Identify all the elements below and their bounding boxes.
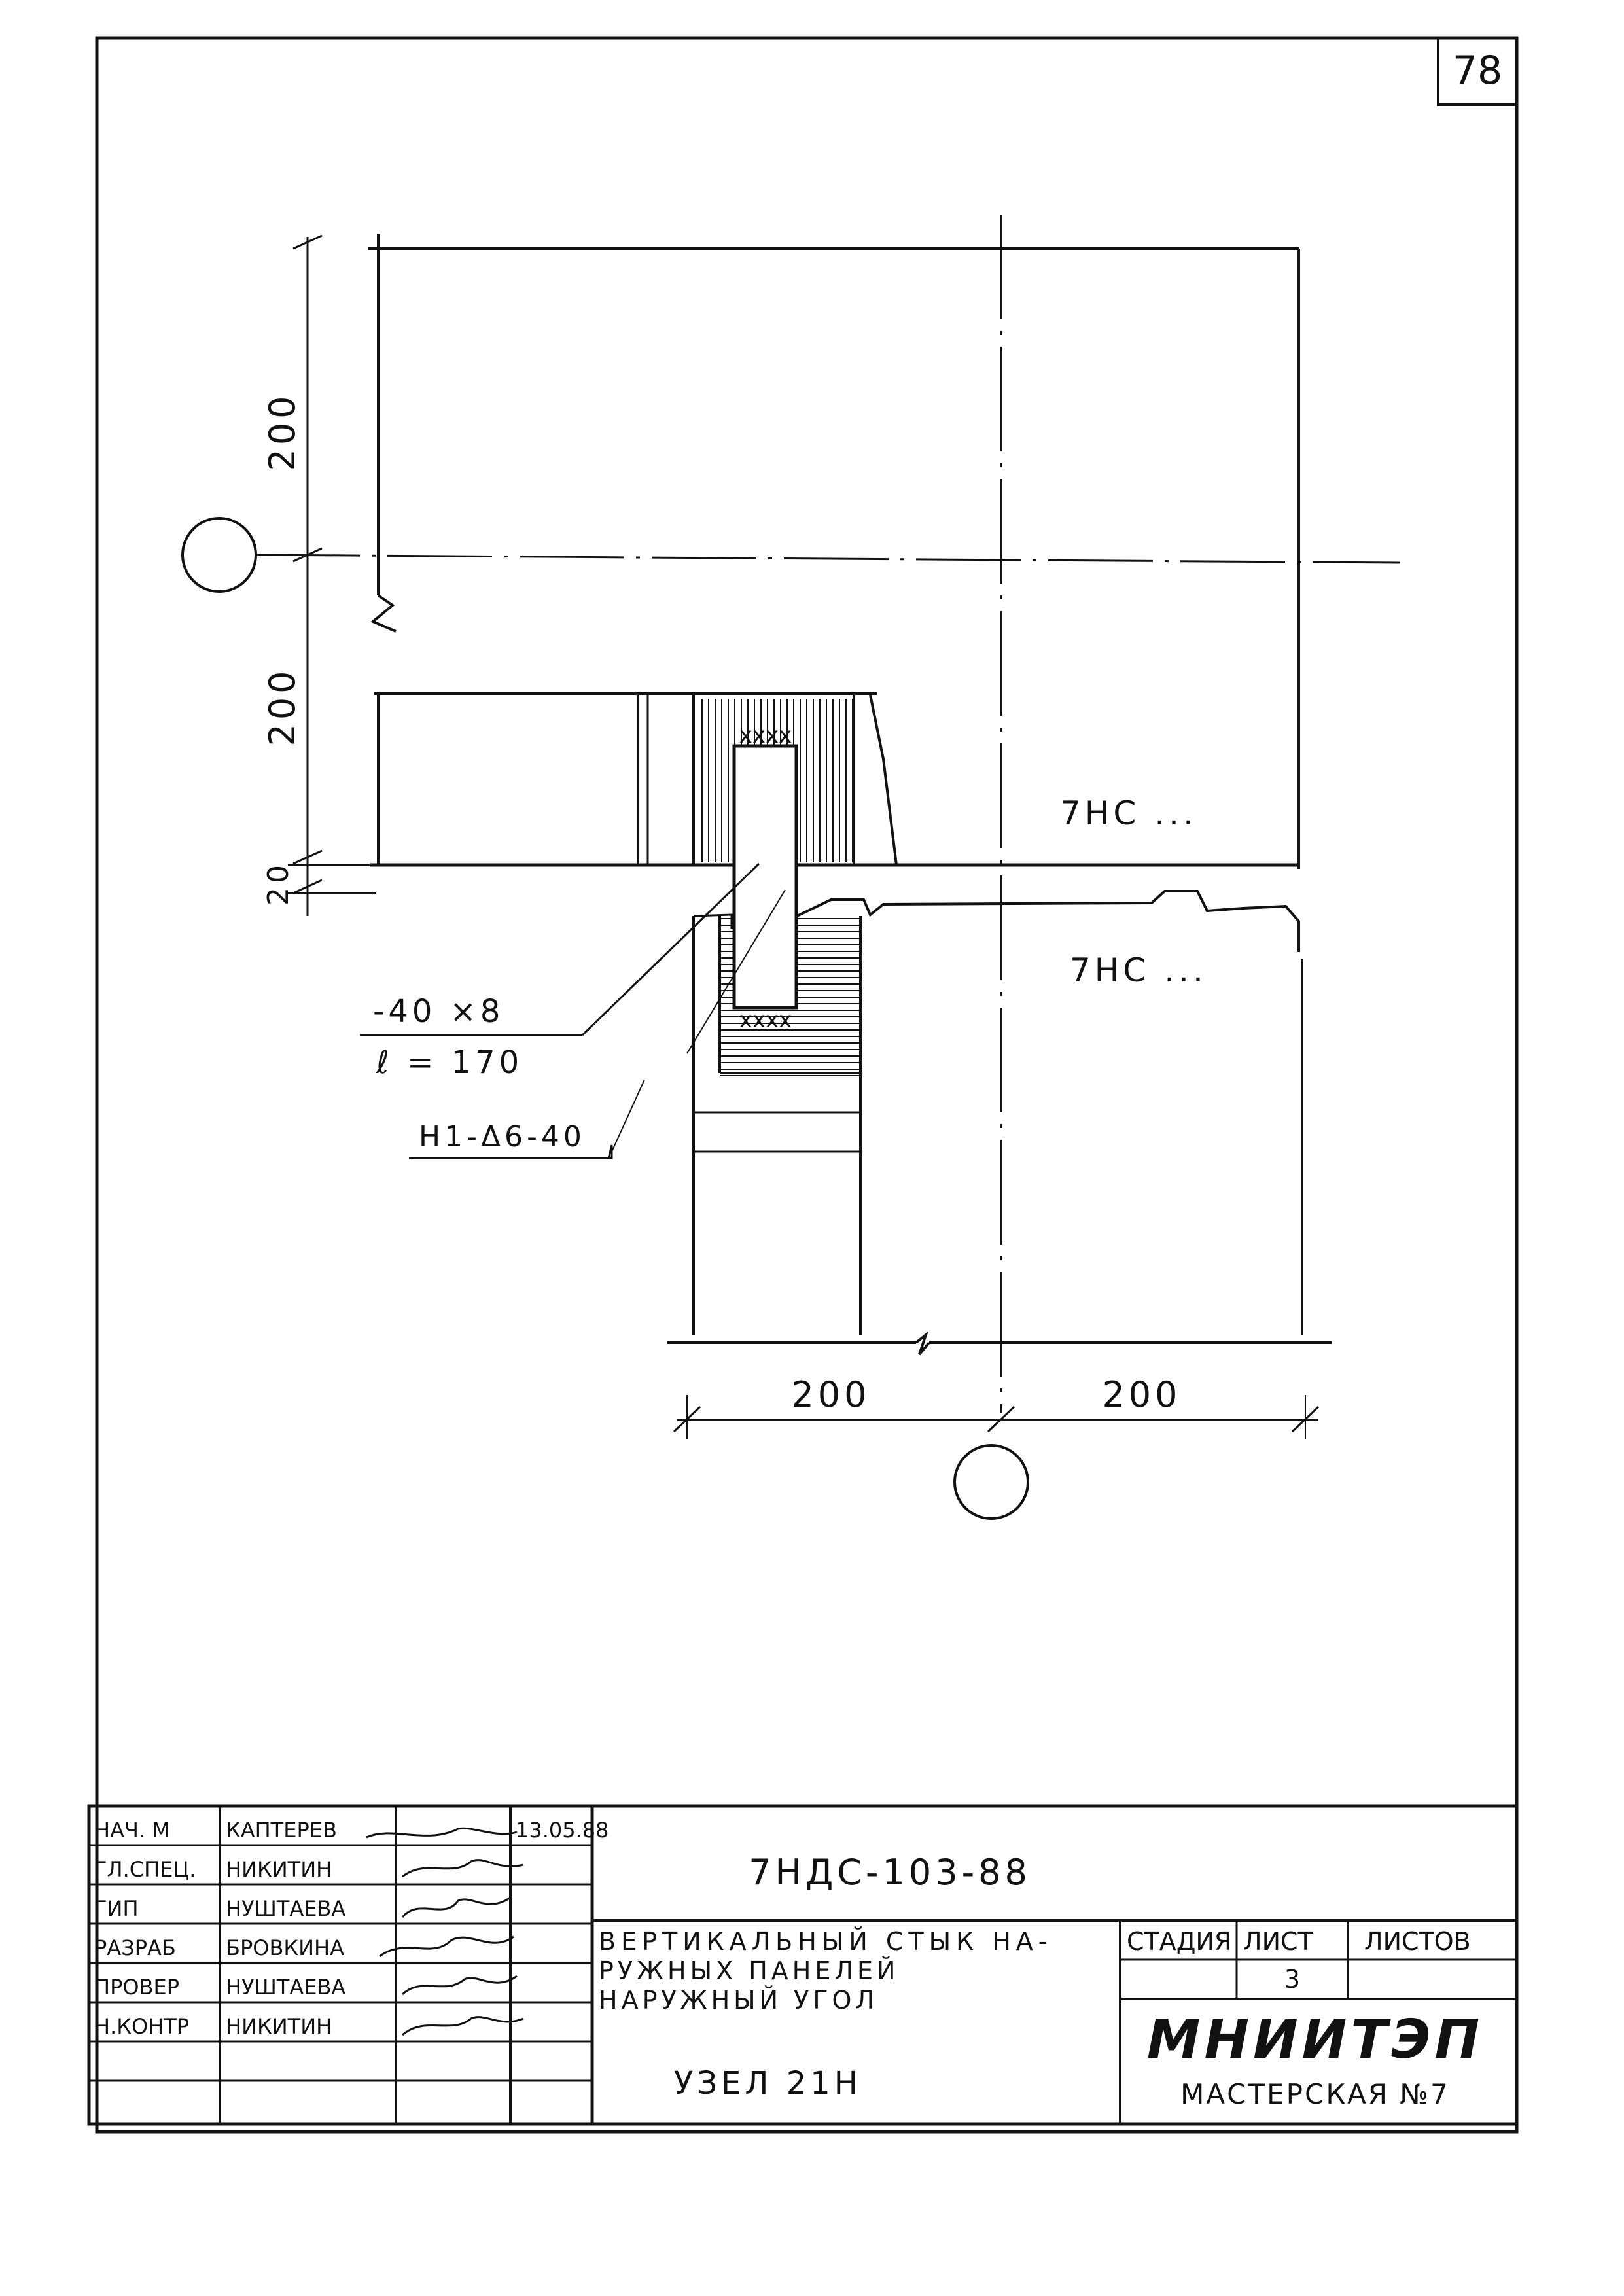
plate-label-line2: ℓ = 170 — [376, 1044, 523, 1081]
role-5: Н.КОНТР — [94, 2014, 189, 2039]
signatures — [366, 1827, 524, 2036]
role-1: ГЛ.СПЕЦ. — [94, 1857, 196, 1882]
axis-marker-bottom — [953, 1444, 1029, 1520]
node-label: УЗЕЛ 21Н — [674, 2065, 862, 2102]
title-line-3: НАРУЖНЫЙ УГОЛ — [599, 1986, 878, 2015]
workshop-name: МАСТЕРСКАЯ №7 — [1180, 2078, 1450, 2110]
axis-marker-left — [181, 517, 257, 593]
dim-horizontal-right: 200 — [1102, 1374, 1181, 1415]
role-3: РАЗРАБ — [94, 1935, 176, 1960]
page-number: 78 — [1453, 48, 1502, 94]
plate-label-line1: -40 ×8 — [373, 993, 504, 1030]
sign-date: 13.05.88 — [516, 1818, 609, 1843]
roles-table: НАЧ. М КАПТЕРЕВ ГЛ.СПЕЦ. НИКИТИН ГИП НУШ… — [94, 1818, 345, 2039]
dim-horizontal-left: 200 — [791, 1374, 870, 1415]
panel-upper-label: 7НС ... — [1060, 794, 1197, 832]
name-0: КАПТЕРЕВ — [226, 1818, 337, 1843]
role-4: ПРОВЕР — [94, 1975, 179, 2000]
weld-label: Н1-Δ6-40 — [419, 1120, 586, 1154]
sheet-value: 3 — [1284, 1965, 1300, 1994]
svg-text:xxxx: xxxx — [739, 722, 792, 749]
sheet-frame — [95, 36, 1519, 2134]
sheets-header: ЛИСТОВ — [1364, 1927, 1471, 1956]
title-line-2: РУЖНЫХ ПАНЕЛЕЙ — [599, 1956, 899, 1985]
dim-vertical-top: 200 — [262, 392, 303, 471]
org-name: МНИИТЭП — [1147, 2009, 1483, 2071]
stage-header: СТАДИЯ — [1127, 1927, 1231, 1956]
dim-vertical-mid: 200 — [262, 667, 303, 746]
role-0: НАЧ. М — [94, 1818, 170, 1843]
dim-vertical-small: 20 — [262, 861, 295, 906]
joint-drawing: xxxx xxxx — [181, 215, 1401, 1520]
name-4: НУШТАЕВА — [226, 1975, 345, 2000]
name-1: НИКИТИН — [226, 1857, 332, 1882]
name-2: НУШТАЕВА — [226, 1896, 345, 1921]
name-3: БРОВКИНА — [226, 1935, 344, 1960]
sheet-header: ЛИСТ — [1243, 1927, 1314, 1956]
svg-text:xxxx: xxxx — [739, 1007, 792, 1033]
name-5: НИКИТИН — [226, 2014, 332, 2039]
page-number-box: 78 — [1437, 37, 1518, 106]
title-block — [87, 1804, 1519, 2126]
role-2: ГИП — [94, 1896, 139, 1921]
panel-lower-label: 7НС ... — [1070, 951, 1207, 989]
doc-code: 7НДС-103-88 — [749, 1852, 1031, 1893]
title-line-1: ВЕРТИКАЛЬНЫЙ СТЫК НА- — [599, 1927, 1052, 1956]
